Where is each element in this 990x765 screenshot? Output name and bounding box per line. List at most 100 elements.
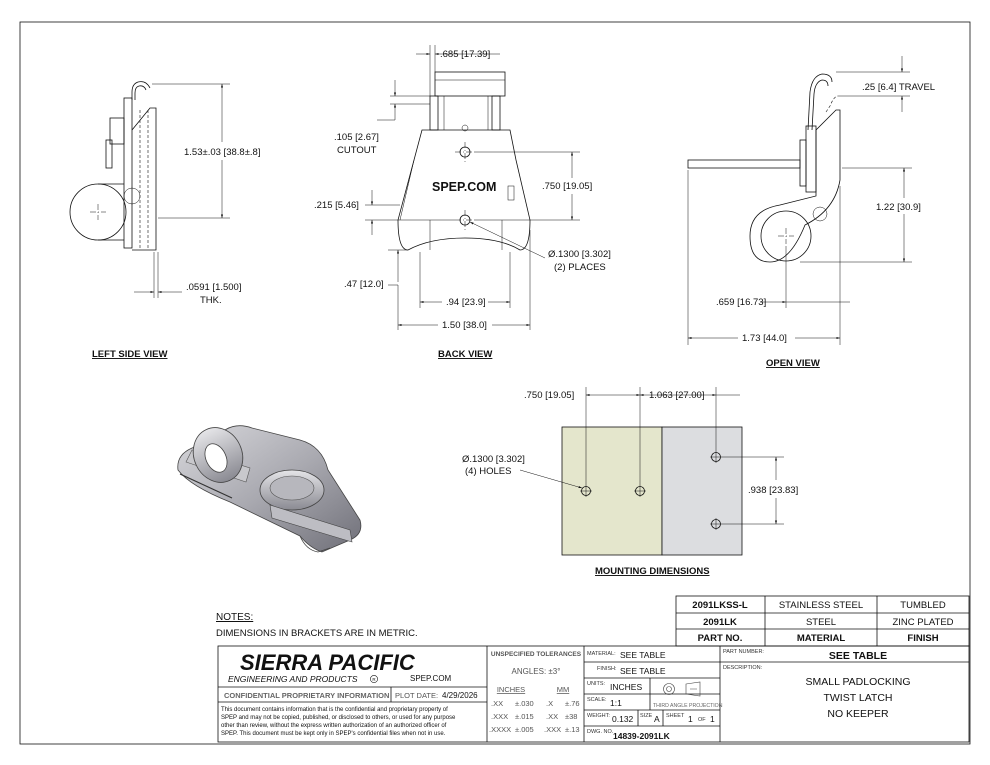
isometric-render — [177, 425, 362, 553]
back-top-width-mm: 17.39 — [464, 49, 488, 60]
company-web: SPEP.COM — [410, 674, 452, 683]
parts-header-material: MATERIAL — [797, 633, 846, 644]
units-value: INCHES — [610, 682, 642, 692]
parts-row-1-part: 2091LKSS-L — [692, 600, 748, 611]
tolerances-mm: MM — [557, 685, 570, 694]
svg-text:.105 [2.67]: .105 [2.67] — [334, 132, 379, 143]
tol-cell: ±.005 — [515, 725, 534, 734]
description-label: DESCRIPTION: — [723, 665, 763, 671]
parts-row-1-material: STAINLESS STEEL — [779, 600, 863, 611]
svg-text:1.50 [38.0]: 1.50 [38.0] — [442, 320, 487, 331]
back-inner-width: .94 — [446, 297, 459, 308]
svg-text:.47 [12.0]: .47 [12.0] — [344, 279, 384, 290]
svg-text:1.22 [30.9]: 1.22 [30.9] — [876, 202, 921, 213]
dwg-label: DWG. NO. — [587, 729, 614, 735]
tol-cell: .X — [546, 699, 553, 708]
back-hole-pitch-mm: 19.05 — [566, 181, 590, 192]
back-view-title: BACK VIEW — [438, 349, 492, 360]
back-bottom-height: .47 — [344, 279, 357, 290]
svg-text:1.063 [27.00]: 1.063 [27.00] — [649, 390, 704, 401]
back-overall-width: 1.50 — [442, 320, 461, 331]
left-thk-caption: THK. — [200, 295, 222, 306]
dwg-number: 14839-2091LK — [613, 731, 671, 741]
mount-hole-dia-mm: 3.302 — [498, 454, 522, 465]
weight-value: 0.132 — [612, 714, 634, 724]
tolerances-angles: ANGLES: ±3° — [512, 667, 561, 676]
open-height-mm: 30.9 — [900, 202, 919, 213]
disclaimer-line: SPEP. This document must be kept only in… — [221, 731, 446, 737]
parts-row-2-finish: ZINC PLATED — [892, 617, 953, 628]
plot-date-label: PLOT DATE: — [395, 691, 438, 700]
units-label: UNITS: — [587, 681, 606, 687]
tol-cell: .XX — [546, 712, 558, 721]
back-top-width: .685 — [440, 49, 459, 60]
svg-text:.0591 [1.500]: .0591 [1.500] — [186, 282, 241, 293]
svg-text:.659 [16.73]: .659 [16.73] — [716, 297, 766, 308]
left-side-view-title: LEFT SIDE VIEW — [92, 349, 168, 360]
svg-text:Ø.1300 [3.302]: Ø.1300 [3.302] — [462, 454, 525, 465]
tol-cell: .XXX — [544, 725, 561, 734]
notes-heading: NOTES: — [216, 612, 253, 623]
title-block: SIERRA PACIFIC ENGINEERING AND PRODUCTS … — [217, 645, 970, 743]
back-hole-pitch: .750 — [542, 181, 561, 192]
back-cutout-caption: CUTOUT — [337, 145, 377, 156]
parts-row-1-finish: TUMBLED — [900, 600, 946, 611]
back-cutout-mm: 2.67 — [358, 132, 377, 143]
finish-label: FINISH: — [597, 666, 617, 672]
notes: NOTES: DIMENSIONS IN BRACKETS ARE IN MET… — [216, 612, 418, 639]
parts-row-2-part: 2091LK — [703, 617, 737, 628]
parts-table: 2091LKSS-L STAINLESS STEEL TUMBLED 2091L… — [675, 595, 970, 647]
mount-holes-caption: (4) HOLES — [465, 466, 511, 477]
back-hole-places: (2) PLACES — [554, 262, 606, 273]
mount-pitch2: 1.063 — [649, 390, 673, 401]
confidential-label: CONFIDENTIAL PROPRIETARY INFORMATION — [224, 691, 389, 700]
mount-hole — [580, 485, 592, 497]
disclaimer-line: other than review, without the express w… — [221, 723, 447, 729]
svg-text:Ø.1300 [3.302]: Ø.1300 [3.302] — [548, 249, 611, 260]
part-number-label: PART NUMBER: — [723, 649, 764, 655]
description-line: SMALL PADLOCKING — [805, 676, 910, 688]
sheet-of-label: OF — [698, 717, 706, 723]
mount-pitch1: .750 — [524, 390, 543, 401]
back-view: SPEP.COM .685 [17.39] .105 [2.67] CUTOUT… — [314, 45, 611, 360]
plot-date: 4/29/2026 — [442, 691, 478, 700]
parts-header-finish: FINISH — [907, 633, 938, 644]
back-cutout: .105 — [334, 132, 353, 143]
open-travel: .25 — [862, 82, 875, 93]
material-value: SEE TABLE — [620, 650, 666, 660]
sheet-count: 1 — [710, 714, 715, 724]
svg-text:.750 [19.05]: .750 [19.05] — [524, 390, 574, 401]
mount-hole — [710, 518, 722, 530]
tol-cell: .XXXX — [489, 725, 511, 734]
mount-vpitch-mm: 23.83 — [772, 485, 796, 496]
company-name: SIERRA PACIFIC — [240, 650, 416, 675]
open-travel-caption: TRAVEL — [899, 82, 935, 93]
third-angle-projection-icon — [663, 681, 701, 697]
mount-pitch2-mm: 27.00 — [678, 390, 702, 401]
open-view: .25 [6.4] TRAVEL 1.22 [30.9] .659 [16.73… — [687, 56, 935, 369]
size-label: SIZE — [640, 713, 653, 719]
tolerances-inches: INCHES — [497, 685, 525, 694]
tolerance-row: .XXXX ±.005 .XXX ±.13 — [489, 725, 580, 734]
mount-hole — [710, 451, 722, 463]
tol-cell: ±.76 — [565, 699, 580, 708]
parts-header-part: PART NO. — [698, 633, 743, 644]
open-length: 1.73 — [742, 333, 761, 344]
description-line: TWIST LATCH — [823, 692, 892, 704]
part-number-value: SEE TABLE — [829, 650, 887, 662]
open-height: 1.22 — [876, 202, 895, 213]
material-label: MATERIAL: — [587, 651, 616, 657]
projection-label: THIRD ANGLE PROJECTION — [653, 703, 723, 709]
left-thk-label: .0591 — [186, 282, 210, 293]
back-hole-offset: .215 — [314, 200, 333, 211]
mount-pitch1-mm: 19.05 — [548, 390, 572, 401]
back-hole-dia: Ø.1300 — [548, 249, 579, 260]
svg-text:1.73 [44.0]: 1.73 [44.0] — [742, 333, 787, 344]
tol-cell: .XXX — [491, 712, 508, 721]
back-hole-dia-mm: 3.302 — [584, 249, 608, 260]
tol-cell: .XX — [491, 699, 503, 708]
open-view-title: OPEN VIEW — [766, 358, 820, 369]
tol-cell: ±.015 — [515, 712, 534, 721]
disclaimer-line: This document contains information that … — [221, 707, 448, 713]
